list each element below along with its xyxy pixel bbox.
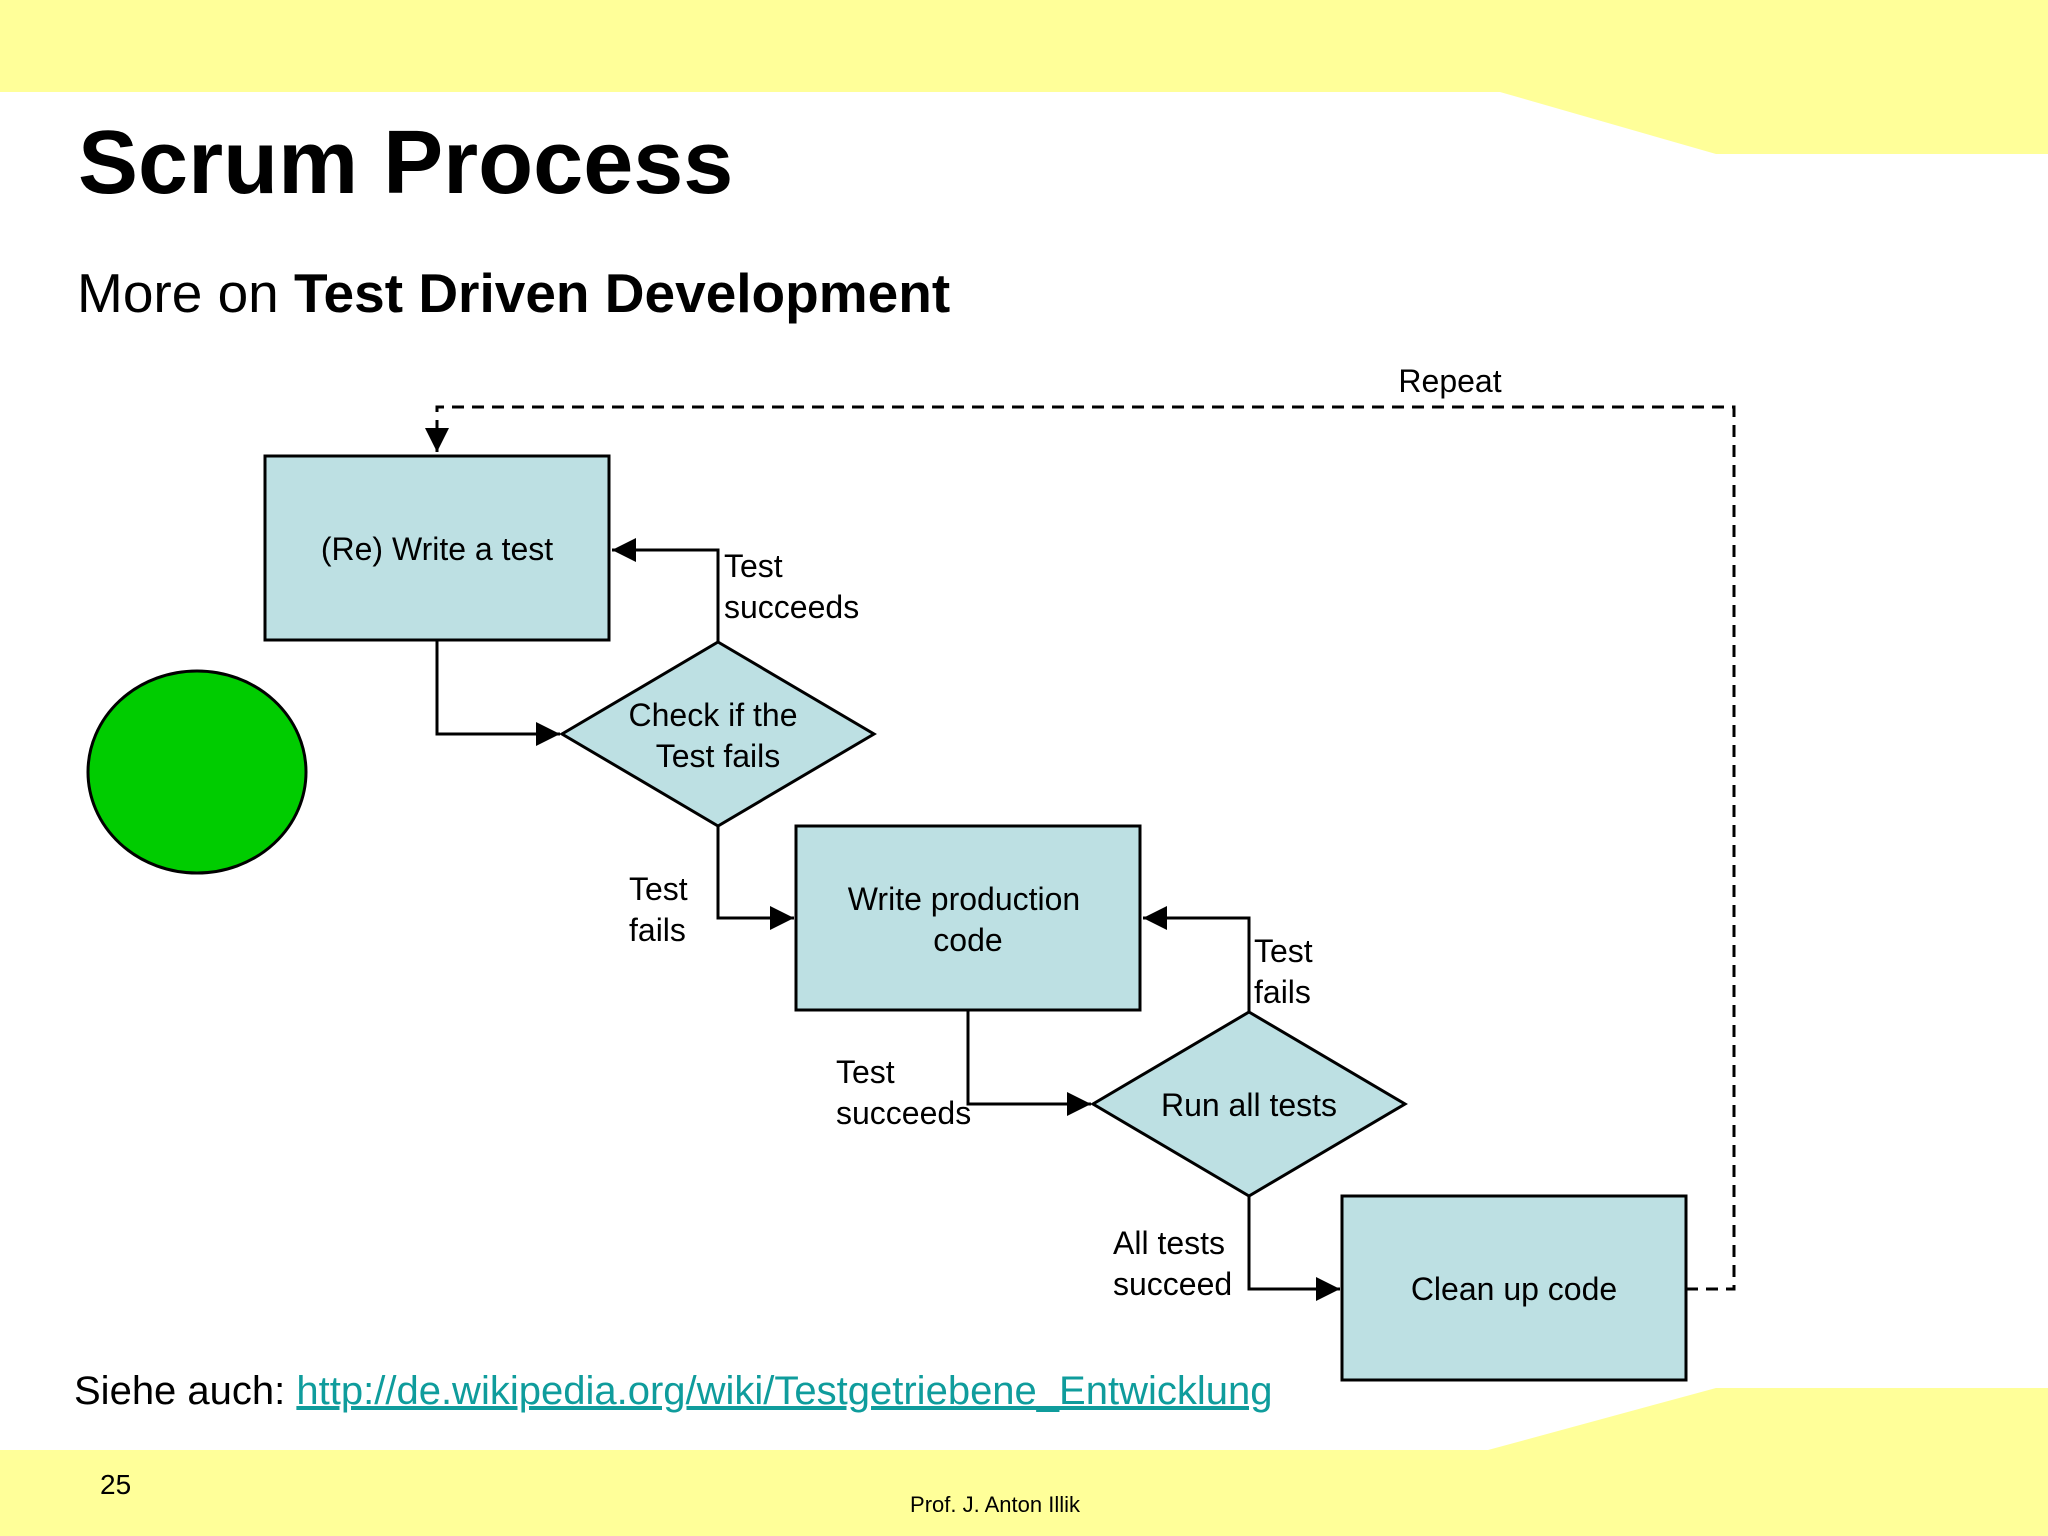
subtitle-bold: Test Driven Development <box>294 262 951 324</box>
test-succeeds-label-1-line1: Test <box>724 548 783 584</box>
bottom-band <box>0 1388 2048 1536</box>
slide-number: 25 <box>100 1469 132 1500</box>
run-tests-to-cleanup-connector <box>1247 1196 1340 1301</box>
subtitle-prefix: More on <box>77 262 295 324</box>
test-fails-label-2-line2: fails <box>1254 974 1311 1010</box>
run-tests-label: Run all tests <box>1161 1087 1337 1123</box>
write-test-box <box>263 454 611 642</box>
slide-subtitle: More on Test Driven Development <box>77 266 950 321</box>
top-band <box>0 0 2048 154</box>
code-to-run-tests-connector <box>966 1010 1091 1116</box>
all-succeed-label-line2: succeed <box>1113 1266 1232 1302</box>
green-circle <box>86 669 308 875</box>
write-code-label-line2: code <box>933 922 1002 958</box>
footer-author: Prof. J. Anton Illik <box>910 1492 1080 1517</box>
repeat-loop-connector <box>425 405 1736 1291</box>
write-test-to-check-connector <box>435 640 560 746</box>
check-fail-diamond <box>559 640 877 828</box>
cleanup-box <box>1340 1194 1688 1382</box>
test-succeeds-label-1-line2: succeeds <box>724 589 859 625</box>
run-tests-fails-back-connector <box>1143 906 1251 1012</box>
write-code-label-line1: Write production <box>848 881 1080 917</box>
check-fails-to-code-connector <box>716 826 794 930</box>
all-succeed-label-line1: All tests <box>1113 1225 1225 1261</box>
write-test-label: (Re) Write a test <box>321 531 553 567</box>
see-also: Siehe auch: http://de.wikipedia.org/wiki… <box>74 1371 1272 1411</box>
test-fails-label-1-line2: fails <box>629 912 686 948</box>
repeat-label: Repeat <box>1398 363 1501 399</box>
see-also-label: Siehe auch: <box>74 1369 297 1413</box>
test-succeeds-label-2-line1: Test <box>836 1054 895 1090</box>
check-fail-label-line2: Test fails <box>656 738 780 774</box>
wikipedia-link[interactable]: http://de.wikipedia.org/wiki/Testgetrieb… <box>296 1369 1273 1413</box>
write-code-box <box>794 824 1142 1012</box>
check-succeeds-back-connector <box>612 538 720 642</box>
test-succeeds-label-2-line2: succeeds <box>836 1095 971 1131</box>
check-fail-label-line1: Check if the <box>629 697 798 733</box>
test-fails-label-1-line1: Test <box>629 871 688 907</box>
test-fails-label-2-line1: Test <box>1254 933 1313 969</box>
cleanup-label: Clean up code <box>1411 1271 1617 1307</box>
slide-title: Scrum Process <box>78 113 734 213</box>
